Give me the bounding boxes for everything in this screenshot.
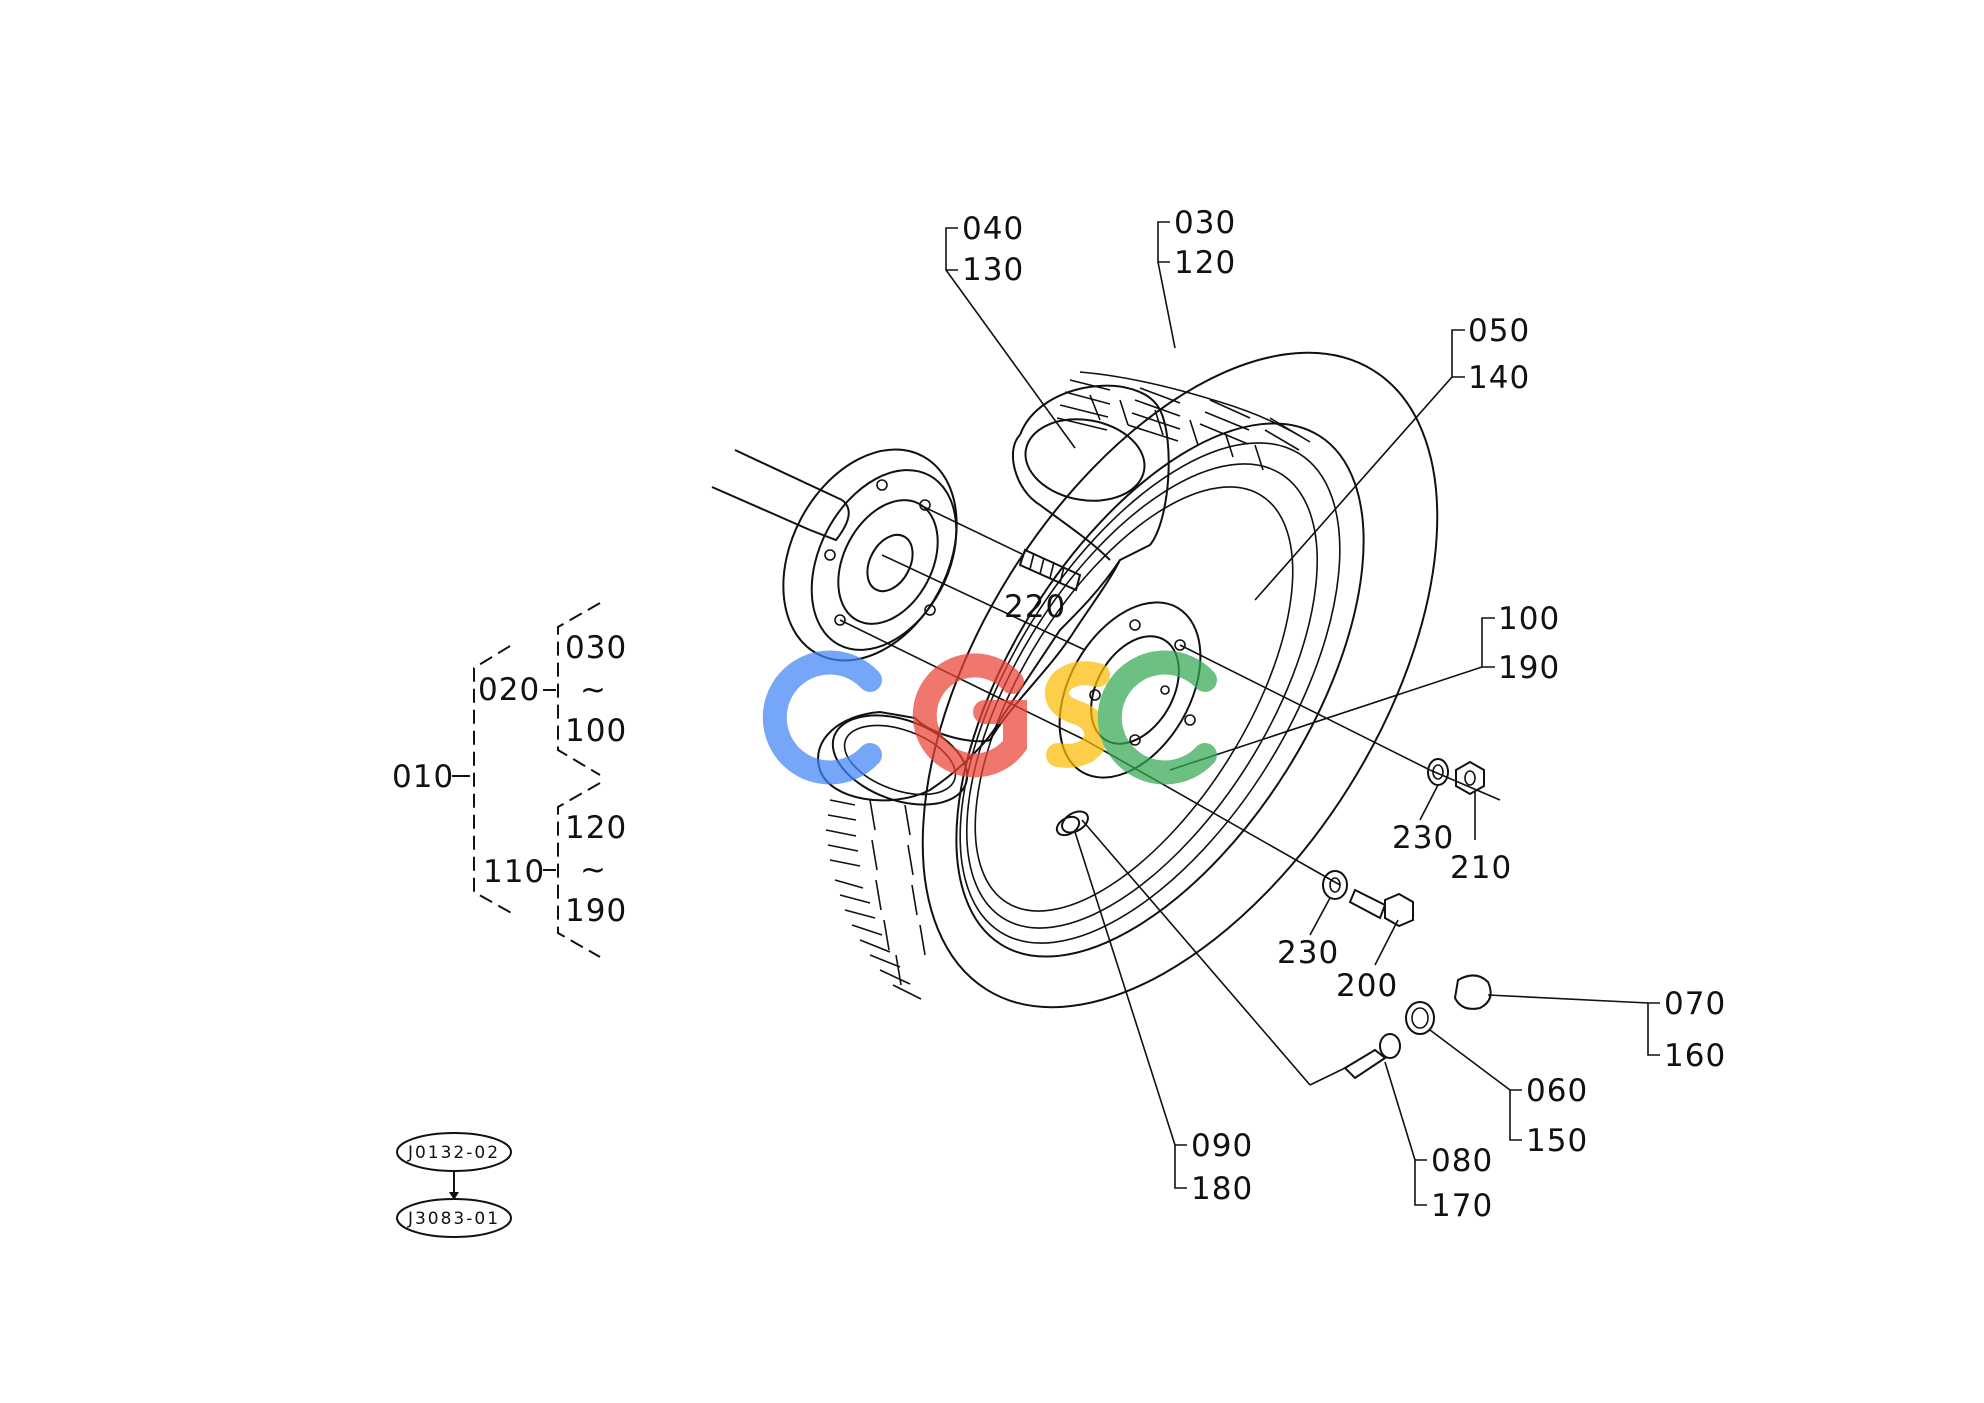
label-230-upper: 230 — [1392, 820, 1454, 856]
tree-label-030: 030 — [565, 630, 627, 666]
tree-label-110: 110 — [483, 854, 545, 890]
label-200: 200 — [1336, 968, 1398, 1004]
tire — [825, 351, 1439, 1009]
leader-lines — [945, 221, 1660, 1206]
label-100: 100 — [1498, 601, 1560, 637]
ref-code-top: J0132-02 — [407, 1143, 500, 1163]
watermark-logo — [762, 650, 1217, 785]
assembly-tree: 010 020 030 ~ 100 110 120 ~ 190 — [392, 602, 627, 958]
label-090: 090 — [1191, 1128, 1253, 1164]
label-220: 220 — [1004, 589, 1066, 625]
label-210: 210 — [1450, 850, 1512, 886]
valve-seat — [1055, 810, 1346, 1086]
label-120: 120 — [1174, 245, 1236, 281]
axle-shaft — [711, 449, 850, 542]
label-040: 040 — [962, 211, 1024, 247]
washer-bolt-lower — [1322, 870, 1414, 928]
stud-bolt — [919, 504, 1082, 592]
tree-label-010: 010 — [392, 759, 454, 795]
label-060: 060 — [1526, 1073, 1588, 1109]
label-170: 170 — [1431, 1188, 1493, 1224]
label-070: 070 — [1664, 986, 1726, 1022]
part-labels: 040 130 030 120 050 140 100 190 220 230 … — [962, 205, 1726, 1224]
label-140: 140 — [1468, 360, 1530, 396]
hub-flange — [782, 448, 958, 662]
valve-stem-parts — [1343, 974, 1492, 1080]
label-230-lower: 230 — [1277, 935, 1339, 971]
label-050: 050 — [1468, 313, 1530, 349]
tree-range-mark-1: ~ — [580, 672, 607, 708]
tree-label-100: 100 — [565, 713, 627, 749]
ref-code-bottom: J3083-01 — [407, 1209, 500, 1229]
tree-range-mark-2: ~ — [580, 852, 607, 888]
label-190: 190 — [1498, 650, 1560, 686]
reference-codes: J0132-02 J3083-01 — [396, 1132, 512, 1238]
label-180: 180 — [1191, 1171, 1253, 1207]
tree-label-190: 190 — [565, 893, 627, 929]
label-150: 150 — [1526, 1123, 1588, 1159]
label-160: 160 — [1664, 1038, 1726, 1074]
label-030: 030 — [1174, 205, 1236, 241]
label-080: 080 — [1431, 1143, 1493, 1179]
tree-label-020: 020 — [478, 672, 540, 708]
wheel-drawing — [711, 351, 1501, 1086]
tree-label-120: 120 — [565, 810, 627, 846]
label-130: 130 — [962, 252, 1024, 288]
